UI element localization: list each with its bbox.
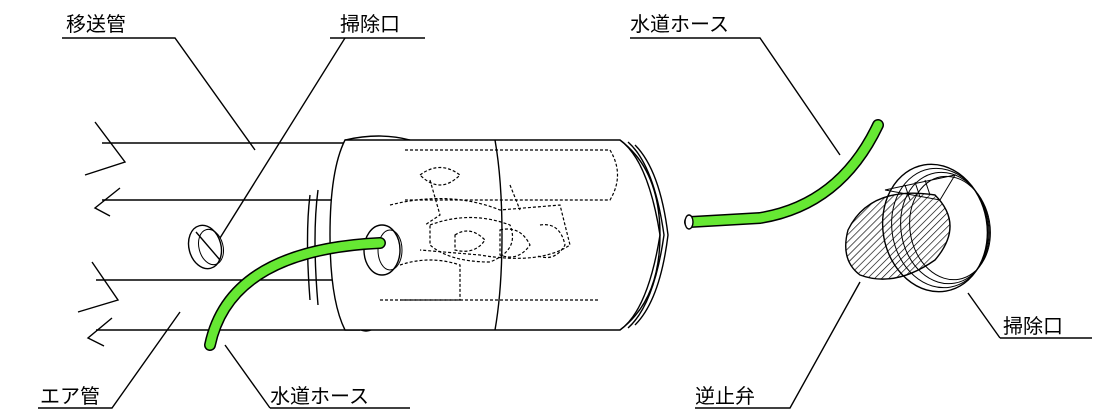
water-hose-detached xyxy=(684,119,884,230)
leader-check-valve xyxy=(695,281,861,409)
label-transfer-pipe: 移送管 xyxy=(66,12,126,36)
leader-cleaning-port-top xyxy=(219,37,346,239)
water-hose-attached xyxy=(204,237,386,351)
check-valve xyxy=(845,192,951,280)
label-air-pipe: エア管 xyxy=(40,384,100,408)
label-cleaning-port-top: 掃除口 xyxy=(340,12,400,36)
leader-transfer-pipe xyxy=(62,37,256,151)
hose-inlet xyxy=(363,224,403,276)
cleaning-port-bolt-left xyxy=(187,224,224,270)
label-check-valve: 逆止弁 xyxy=(695,384,755,408)
label-water-hose-top: 水道ホース xyxy=(630,12,729,36)
leader-water-hose-bottom xyxy=(224,344,271,409)
internal-details xyxy=(380,149,619,301)
leader-cleaning-port-right xyxy=(967,292,1001,339)
main-body xyxy=(306,135,669,331)
label-cleaning-port-right: 掃除口 xyxy=(1003,314,1063,338)
leader-lines xyxy=(38,37,1092,409)
label-water-hose-bottom: 水道ホース xyxy=(270,384,369,408)
leader-water-hose-top xyxy=(630,37,841,156)
leader-air-pipe xyxy=(38,311,181,409)
